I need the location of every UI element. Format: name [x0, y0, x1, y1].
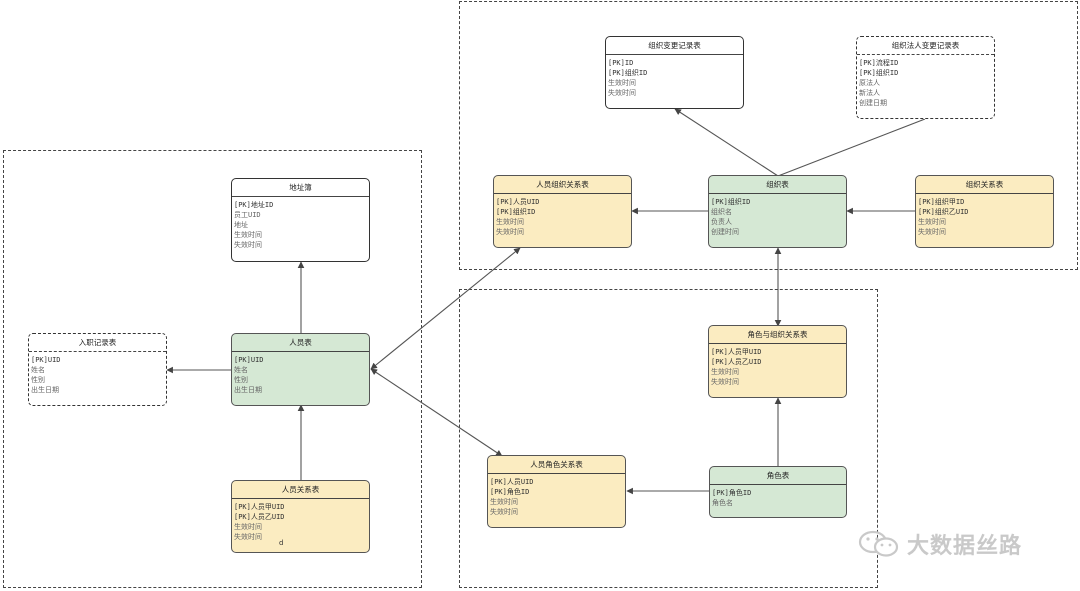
field-pk: [PK]组织乙UID	[918, 208, 969, 216]
entity-title: 地址簿	[232, 179, 369, 197]
field-pk: [PK]组织甲ID	[918, 198, 965, 206]
field: 生效时间	[608, 79, 636, 87]
entity-person-org-relation[interactable]: 人员组织关系表 [PK]人员UID [PK]组织ID 生效时间 失效时间	[493, 175, 632, 248]
field: 失效时间	[918, 228, 946, 236]
field-pk: [PK]组织ID	[711, 198, 751, 206]
entity-org[interactable]: 组织表 [PK]组织ID 组织名 负责人 创建时间	[708, 175, 847, 248]
entity-title: 人员角色关系表	[488, 456, 625, 474]
entity-person-role-relation[interactable]: 人员角色关系表 [PK]人员UID [PK]角色ID 生效时间 失效时间	[487, 455, 626, 528]
watermark: 大数据丝路	[857, 528, 1022, 560]
field: 原法人	[859, 79, 880, 87]
field: 姓名	[234, 366, 248, 374]
entity-org-legal-change-record[interactable]: 组织法人变更记录表 [PK]流程ID [PK]组织ID 原法人 新法人 创建日期	[856, 36, 995, 119]
field: 出生日期	[234, 386, 262, 394]
field-pk: [PK]流程ID	[859, 59, 899, 67]
entity-title: 入职记录表	[29, 334, 166, 352]
wechat-icon	[858, 530, 899, 557]
field: 性别	[31, 376, 45, 384]
link-person-personorg	[370, 247, 521, 370]
field: 失效时间	[234, 533, 262, 541]
link-org-orglegal	[777, 118, 926, 177]
field: 地址	[234, 221, 248, 229]
field: 创建时间	[711, 228, 739, 236]
link-person-personrole	[370, 368, 503, 457]
entity-title: 人员表	[232, 334, 369, 352]
entity-title: 组织表	[709, 176, 846, 194]
field-pk: [PK]角色ID	[712, 489, 752, 497]
field: 生效时间	[234, 231, 262, 239]
entity-role-org-relation[interactable]: 角色与组织关系表 [PK]人员甲UID [PK]人员乙UID 生效时间 失效时间	[708, 325, 847, 398]
entity-org-relation[interactable]: 组织关系表 [PK]组织甲ID [PK]组织乙UID 生效时间 失效时间	[915, 175, 1054, 248]
field-pk: [PK]组织ID	[859, 69, 899, 77]
entity-address-book[interactable]: 地址簿 [PK]地址ID 员工UID 地址 生效时间 失效时间	[231, 178, 370, 262]
field-pk: [PK]人员UID	[490, 478, 534, 486]
field: 生效时间	[711, 368, 739, 376]
field: 负责人	[711, 218, 732, 226]
field-pk: [PK]地址ID	[234, 201, 274, 209]
field: 性别	[234, 376, 248, 384]
field-pk: [PK]UID	[234, 356, 264, 364]
entity-title: 角色与组织关系表	[709, 326, 846, 344]
field-pk: [PK]组织ID	[608, 69, 648, 77]
field: 角色名	[712, 499, 733, 507]
entity-title: 人员关系表	[232, 481, 369, 499]
field: 姓名	[31, 366, 45, 374]
field: 生效时间	[496, 218, 524, 226]
link-org-orgchange	[674, 108, 779, 177]
field: 失效时间	[608, 89, 636, 97]
field: 失效时间	[711, 378, 739, 386]
field-pk: [PK]组织ID	[496, 208, 536, 216]
field: 失效时间	[496, 228, 524, 236]
entity-onboarding-record[interactable]: 入职记录表 [PK]UID 姓名 性别 出生日期	[28, 333, 167, 406]
field: 生效时间	[490, 498, 518, 506]
group-org-area	[459, 1, 1078, 270]
field-pk: [PK]人员乙UID	[711, 358, 762, 366]
field: 新法人	[859, 89, 880, 97]
field-pk: [PK]ID	[608, 59, 634, 67]
field: 组织名	[711, 208, 732, 216]
entity-role[interactable]: 角色表 [PK]角色ID 角色名	[709, 466, 847, 518]
field-pk: [PK]UID	[31, 356, 61, 364]
entity-title: 组织法人变更记录表	[857, 37, 994, 55]
field: 员工UID	[234, 211, 261, 219]
field-pk: [PK]人员UID	[496, 198, 540, 206]
field-pk: [PK]人员甲UID	[234, 503, 285, 511]
watermark-text: 大数据丝路	[907, 534, 1023, 559]
field: 创建日期	[859, 99, 887, 107]
entity-person[interactable]: 人员表 [PK]UID 姓名 性别 出生日期	[231, 333, 370, 406]
entity-title: 角色表	[710, 467, 846, 485]
field-pk: [PK]人员乙UID	[234, 513, 285, 521]
field-pk: [PK]人员甲UID	[711, 348, 762, 356]
entity-title: 人员组织关系表	[494, 176, 631, 194]
stray-label: d	[279, 539, 284, 547]
entity-title: 组织变更记录表	[606, 37, 743, 55]
field-pk: [PK]角色ID	[490, 488, 530, 496]
field: 出生日期	[31, 386, 59, 394]
entity-person-relation[interactable]: 人员关系表 [PK]人员甲UID [PK]人员乙UID 生效时间 失效时间 d	[231, 480, 370, 553]
field: 失效时间	[234, 241, 262, 249]
field: 生效时间	[234, 523, 262, 531]
entity-title: 组织关系表	[916, 176, 1053, 194]
field: 生效时间	[918, 218, 946, 226]
field: 失效时间	[490, 508, 518, 516]
entity-org-change-record[interactable]: 组织变更记录表 [PK]ID [PK]组织ID 生效时间 失效时间	[605, 36, 744, 109]
